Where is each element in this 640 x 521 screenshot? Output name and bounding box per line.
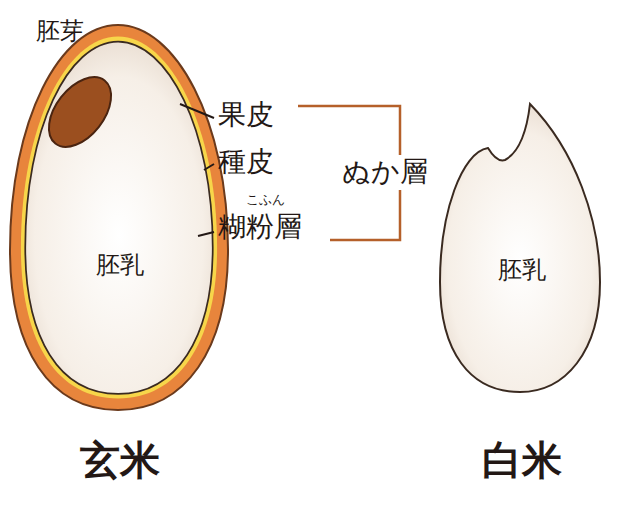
endosperm-label: 胚乳: [498, 257, 546, 283]
grain-node: 胚乳玄米: [0, 20, 240, 490]
part-label: 種皮: [218, 147, 274, 178]
part-label: 果皮: [218, 100, 274, 131]
germ: [36, 66, 123, 159]
white-rice-grain: [440, 104, 600, 392]
grain-node: 胚乳白米: [430, 20, 614, 490]
part-label: 胚芽: [36, 18, 84, 44]
endosperm-label: 胚乳: [96, 252, 144, 278]
grain-title: 玄米: [80, 438, 160, 482]
grain-title: 白米: [482, 438, 562, 482]
leader-lines: [180, 104, 214, 236]
part-label: 糊粉層: [218, 212, 302, 243]
brown-rice-grain: [10, 25, 228, 410]
group-label: ぬか層: [338, 155, 432, 190]
furigana: こふん: [246, 193, 285, 207]
